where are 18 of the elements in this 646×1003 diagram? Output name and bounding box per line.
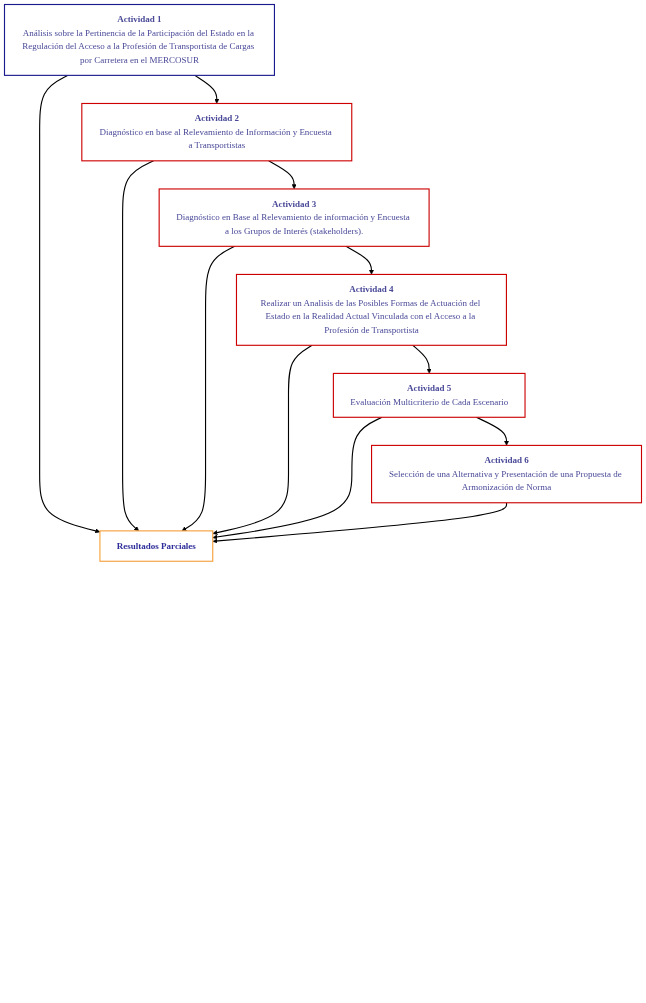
arrow [212, 502, 508, 544]
arrow [412, 344, 432, 374]
arrow [268, 160, 297, 190]
arrow [122, 160, 155, 532]
node-box: Actividad 3 Diagnóstico en Base al Relevamiento de información y Encuesta a los Grupos de Interés (stakeholders). [158, 188, 430, 247]
arrow [181, 245, 236, 532]
node-box: Actividad 1 Análisis sobre la Pertinencia de la Participación del Estado en la Regulación del Acceso a la Profesión de Transportista de Cargas por Carretera en el MERCOSUR [3, 3, 275, 76]
node-box: Actividad 2 Diagnóstico en base al Relevamiento de Información y Encuesta a Transportistas [81, 102, 353, 162]
node-box: Actividad 6 Selección de una Alternativa y Presentación de una Propuesta de Armonización de Norma [371, 444, 643, 504]
arrow [475, 416, 509, 446]
arrow [345, 245, 374, 275]
node-box: Resultados Parciales [99, 530, 214, 562]
node-box: Actividad 5 Evaluación Multicriterio de Cada Escenario [332, 372, 526, 418]
arrow [212, 416, 383, 540]
arrow [39, 74, 101, 534]
node-box: Actividad 4 Realizar un Analisis de las Posibles Formas de Actuación del Estado en la Realidad Actual Vinculada con el Acceso a la Profesión de Transportista [235, 273, 507, 346]
arrow [212, 344, 313, 536]
arrow [194, 74, 220, 104]
